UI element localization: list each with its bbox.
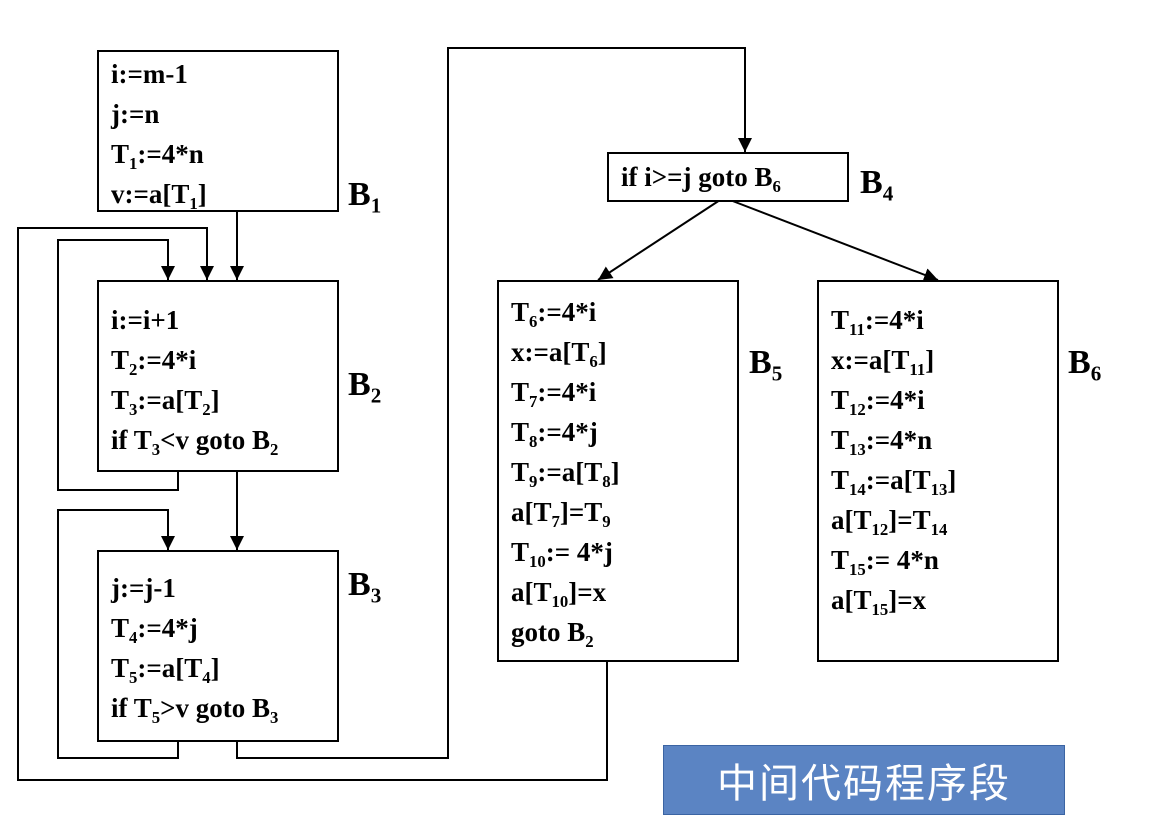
block-b4-code: if i>=j goto B6 [621,157,781,197]
code-line-b6-8: a[T15]=x [831,585,927,619]
code-line-b5-7: T10:= 4*j [511,537,613,571]
code-line-b6-3: T12:=4*i [831,385,925,419]
code-line-b6-4: T13:=4*n [831,425,933,459]
block-b3-label: B3 [348,566,382,608]
code-line-b2-2: T2:=4*i [111,345,197,379]
code-line-b5-5: T9:=a[T8] [511,457,620,491]
edge-b3-loop [57,509,179,759]
edge-b4-b6 [729,199,939,282]
block-b4-label: B4 [860,164,894,206]
block-b1-label: B1 [348,176,382,218]
code-line-b1-4: v:=a[T1] [111,179,207,213]
block-b6-label: B6 [1068,344,1102,386]
code-line-b5-3: T7:=4*i [511,377,597,411]
banner-text: 中间代码程序段 [717,761,1011,807]
code-line-b5-2: x:=a[T6] [511,337,607,371]
code-line-b5-8: a[T10]=x [511,577,607,611]
block-b2-label: B2 [348,366,382,408]
code-line-b1-2: j:=n [111,99,160,129]
code-line-b2-4: if T3<v goto B2 [111,425,279,459]
block-b4: if i>=j goto B6 [607,152,849,202]
edge-b4-b5 [597,199,721,281]
code-line-b6-6: a[T12]=T14 [831,505,948,539]
intermediate-code-banner: 中间代码程序段 [663,745,1065,815]
block-b5-label: B5 [749,344,783,386]
code-line-b4-1: if i>=j goto B6 [621,162,781,196]
code-line-b3-2: T4:=4*j [111,613,198,647]
code-line-b6-7: T15:= 4*n [831,545,939,579]
code-line-b6-5: T14:=a[T13] [831,465,957,499]
code-line-b6-2: x:=a[T11] [831,345,935,379]
code-line-b5-9: goto B2 [511,617,594,651]
code-line-b3-1: j:=j-1 [111,573,176,603]
edge-b5-b2 [17,227,608,781]
code-line-b6-1: T11:=4*i [831,305,924,339]
code-line-b5-4: T8:=4*j [511,417,598,451]
edge-b2-loop [57,239,179,491]
code-line-b1-1: i:=m-1 [111,59,188,89]
code-line-b1-3: T1:=4*n [111,139,204,173]
edge-b3-b4 [236,47,752,759]
code-line-b3-3: T5:=a[T4] [111,653,220,687]
code-line-b2-3: T3:=a[T2] [111,385,220,419]
code-line-b5-6: a[T7]=T9 [511,497,611,531]
code-line-b2-1: i:=i+1 [111,305,180,335]
code-line-b5-1: T6:=4*i [511,297,597,331]
code-line-b3-4: if T5>v goto B3 [111,693,279,727]
